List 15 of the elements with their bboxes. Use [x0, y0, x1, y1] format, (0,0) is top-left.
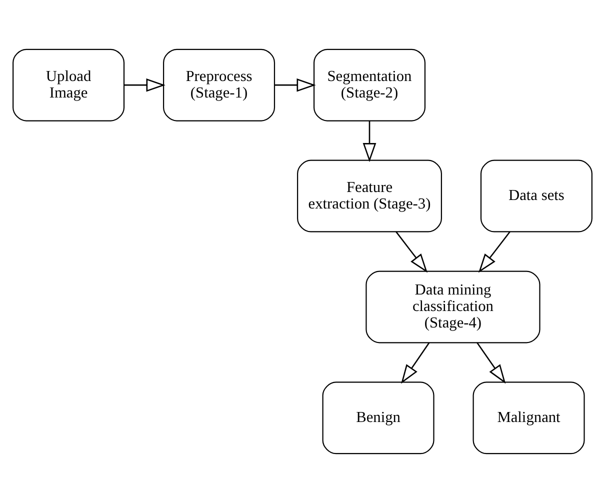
node-box: Benign: [322, 381, 434, 454]
node-box: Segmentation (Stage-2): [313, 48, 426, 121]
arrow: [274, 78, 316, 92]
node-box: Data sets: [480, 159, 592, 232]
arrow: [396, 230, 428, 272]
arrow: [362, 120, 376, 162]
arrow: [401, 342, 430, 384]
node-box: Upload Image: [12, 48, 125, 121]
node-box: Data mining classification (Stage-4): [366, 270, 540, 343]
node-box: Malignant: [472, 381, 585, 454]
arrow: [476, 342, 506, 384]
arrow: [124, 78, 166, 92]
node-box: Feature extraction (Stage-3): [297, 159, 442, 232]
node-box: Preprocess (Stage-1): [163, 48, 276, 121]
arrow: [478, 230, 510, 272]
